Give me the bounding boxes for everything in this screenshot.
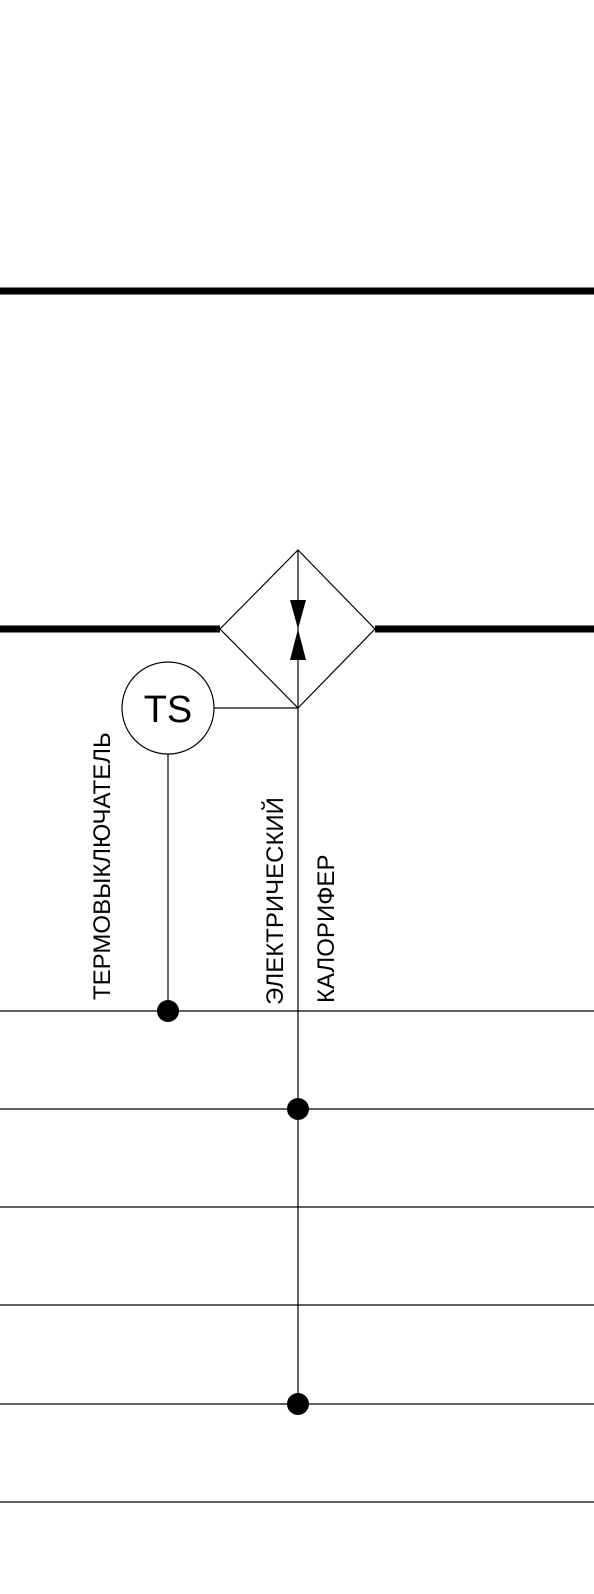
junction-dot-heater-1 [287, 1098, 309, 1120]
thermo-switch-symbol-text: TS [144, 689, 193, 731]
arrow-down-icon [290, 600, 306, 629]
junction-dot-heater-2 [287, 1393, 309, 1415]
junction-dot-ts [157, 1000, 179, 1022]
heater-label-line2: КАЛОРИФЕР [313, 855, 340, 1003]
thermo-switch-label: ТЕРМОВЫКЛЮЧАТЕЛЬ [89, 732, 116, 1000]
arrow-up-icon [290, 629, 306, 660]
electric-heater-symbol [219, 549, 376, 709]
thermo-switch-symbol: TS [121, 661, 298, 1011]
heater-label-line1: ЭЛЕКТРИЧЕСКИЙ [261, 797, 289, 1005]
